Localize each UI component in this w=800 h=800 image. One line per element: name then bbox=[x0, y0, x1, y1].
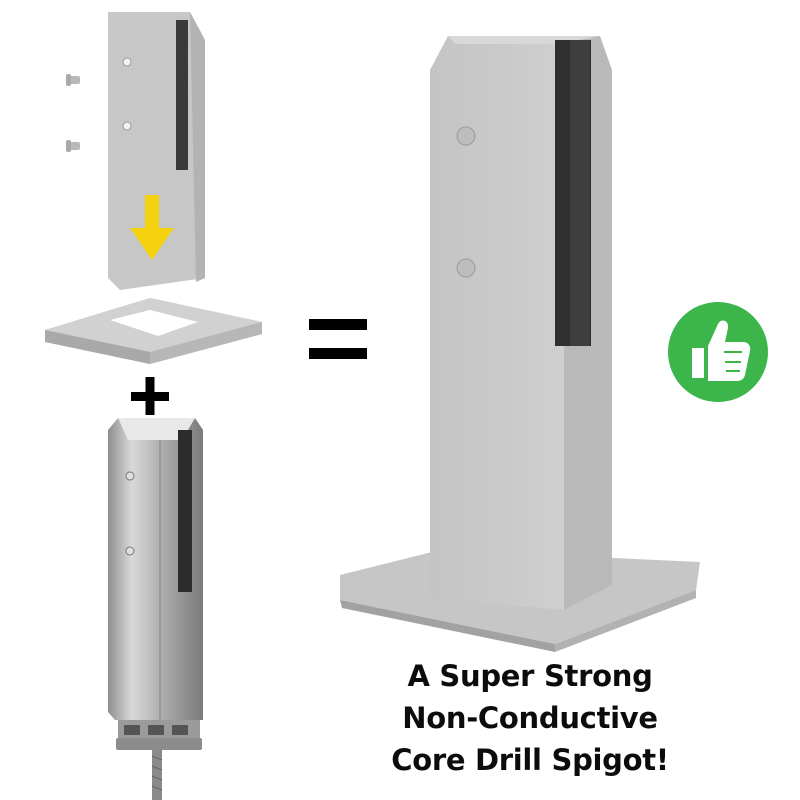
assembled-spigot bbox=[340, 36, 700, 652]
mounting-screw-top bbox=[66, 74, 80, 86]
stainless-spigot bbox=[108, 418, 203, 800]
down-arrow-icon bbox=[130, 195, 174, 260]
caption-line-2: Non-Conductive bbox=[402, 701, 658, 735]
base-plate bbox=[45, 298, 262, 364]
mounting-screw-bottom bbox=[66, 140, 80, 152]
thumbs-up-icon bbox=[668, 302, 768, 402]
plus-icon bbox=[131, 377, 169, 415]
cover-sleeve bbox=[108, 12, 205, 290]
equals-icon bbox=[309, 319, 367, 359]
product-caption: A Super Strong Non-Conductive Core Drill… bbox=[370, 655, 690, 781]
caption-line-3: Core Drill Spigot! bbox=[391, 743, 669, 777]
caption-line-1: A Super Strong bbox=[407, 659, 653, 693]
